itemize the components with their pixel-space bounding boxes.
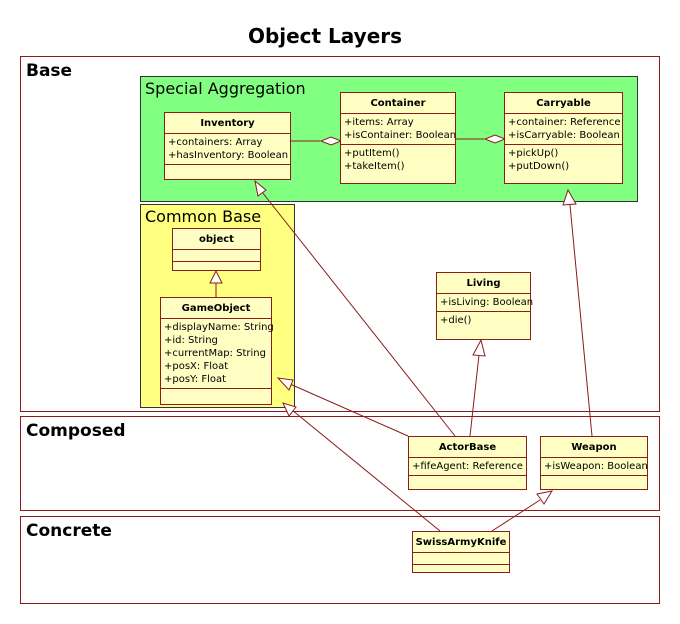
class-operation: +putItem() (344, 148, 400, 159)
class-attribute: +items: Array (344, 117, 414, 128)
class-attribute: +isWeapon: Boolean (544, 461, 648, 472)
class-weapon[interactable]: Weapon +isWeapon: Boolean (540, 436, 648, 490)
class-container[interactable]: Container +items: Array +isContainer: Bo… (340, 92, 456, 184)
layer-base-label: Base (26, 61, 73, 81)
class-attribute: +id: String (164, 335, 218, 346)
class-inventory[interactable]: Inventory +containers: Array +hasInvento… (164, 112, 291, 180)
class-carryable[interactable]: Carryable +container: Reference +isCarry… (504, 92, 623, 184)
class-swissarmyknife[interactable]: SwissArmyKnife (412, 531, 510, 573)
class-attribute: +displayName: String (164, 322, 274, 333)
aggregation-diamond-container-carryable (483, 134, 507, 144)
class-gameobject[interactable]: GameObject +displayName: String +id: Str… (160, 297, 274, 405)
class-attribute: +currentMap: String (164, 348, 266, 359)
class-actorbase-name: ActorBase (409, 437, 526, 458)
class-weapon-name: Weapon (541, 437, 647, 458)
class-actorbase-operations (409, 476, 526, 487)
class-swissarmyknife-operations (413, 565, 509, 576)
class-living-name: Living (437, 273, 530, 294)
inheritance-arrow-actorbase-living (472, 338, 486, 357)
class-carryable-name: Carryable (505, 93, 622, 114)
layer-composed-label: Composed (26, 421, 126, 441)
layer-concrete-label: Concrete (26, 521, 112, 541)
class-operation: +putDown() (508, 161, 570, 172)
class-attribute: +isLiving: Boolean (440, 297, 534, 308)
class-carryable-attributes: +container: Reference +isCarryable: Bool… (505, 114, 622, 145)
class-living-attributes: +isLiving: Boolean (437, 294, 534, 312)
class-weapon-attributes: +isWeapon: Boolean (541, 458, 648, 476)
class-attribute: +isCarryable: Boolean (508, 130, 620, 141)
class-object-name: object (173, 229, 260, 250)
inheritance-swissarmyknife-gameobject (291, 409, 441, 532)
class-gameobject-operations (161, 389, 271, 400)
class-container-operations: +putItem() +takeItem() (341, 145, 455, 175)
class-swissarmyknife-attributes (413, 553, 509, 565)
class-container-name: Container (341, 93, 455, 114)
class-attribute: +hasInventory: Boolean (168, 150, 289, 161)
inheritance-arrow-gameobject-object (209, 269, 223, 284)
class-attribute: +container: Reference (508, 117, 621, 128)
class-swissarmyknife-name: SwissArmyKnife (413, 532, 509, 553)
class-attribute: +containers: Array (168, 137, 263, 148)
class-inventory-name: Inventory (165, 113, 290, 134)
inheritance-arrow-actorbase-gameobject (276, 377, 294, 391)
inheritance-actorbase-living (469, 354, 480, 437)
inheritance-actorbase-gameobject (289, 383, 409, 437)
class-living[interactable]: Living +isLiving: Boolean +die() (436, 272, 534, 340)
class-inventory-attributes: +containers: Array +hasInventory: Boolea… (165, 134, 290, 165)
class-gameobject-attributes: +displayName: String +id: String +curren… (161, 319, 274, 389)
class-operation: +pickUp() (508, 148, 559, 159)
inheritance-weapon-carryable (569, 204, 593, 437)
inheritance-arrow-actorbase-inventory (254, 179, 267, 197)
package-common-base-label: Common Base (145, 207, 262, 226)
class-actorbase[interactable]: ActorBase +fifeAgent: Reference (408, 436, 527, 490)
class-container-attributes: +items: Array +isContainer: Boolean (341, 114, 457, 145)
class-operation: +die() (440, 315, 472, 326)
class-inventory-operations (165, 165, 290, 176)
inheritance-arrow-swissarmyknife-gameobject (282, 402, 297, 417)
class-attribute: +fifeAgent: Reference (412, 461, 523, 472)
class-actorbase-attributes: +fifeAgent: Reference (409, 458, 526, 476)
package-special-aggregation-label: Special Aggregation (145, 79, 306, 98)
inheritance-actorbase-inventory (261, 191, 456, 437)
class-weapon-operations (541, 476, 647, 487)
class-living-operations: +die() (437, 312, 530, 329)
inheritance-arrow-swissarmyknife-weapon (536, 490, 554, 505)
layer-concrete: Concrete (20, 516, 660, 604)
class-operation: +takeItem() (344, 161, 405, 172)
inheritance-arrow-weapon-carryable (562, 188, 577, 206)
class-gameobject-name: GameObject (161, 298, 271, 319)
class-attribute: +posX: Float (164, 361, 229, 372)
class-carryable-operations: +pickUp() +putDown() (505, 145, 622, 175)
aggregation-diamond-inventory-container (319, 136, 343, 146)
diagram-title: Object Layers (247, 24, 403, 48)
class-attribute: +posY: Float (164, 374, 227, 385)
class-object-operations (173, 262, 260, 273)
class-object-attributes (173, 250, 260, 262)
class-object[interactable]: object (172, 228, 261, 271)
class-attribute: +isContainer: Boolean (344, 130, 457, 141)
inheritance-swissarmyknife-weapon (491, 499, 541, 532)
